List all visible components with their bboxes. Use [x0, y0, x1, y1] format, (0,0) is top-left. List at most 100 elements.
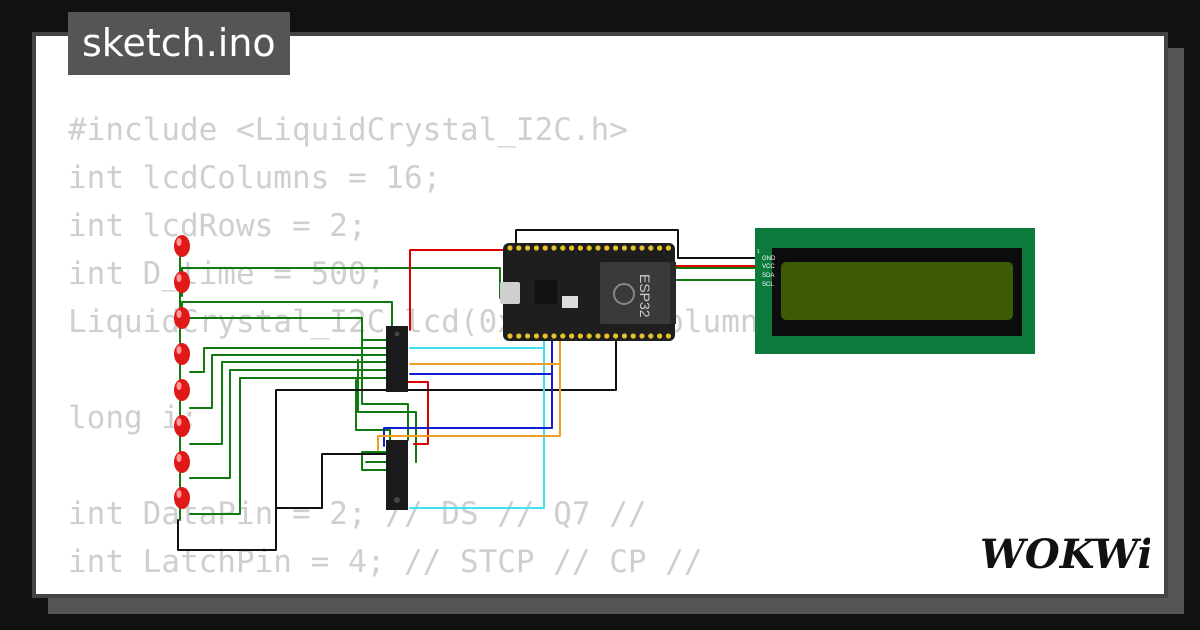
- wire-green: [181, 301, 393, 331]
- led-body: [174, 343, 190, 365]
- led-body: [174, 451, 190, 473]
- header-pin: [586, 333, 592, 339]
- header-pin: [525, 245, 531, 251]
- wire-black: [515, 229, 757, 259]
- wire-black: [275, 337, 617, 509]
- header-pin: [577, 333, 584, 339]
- chip-notch: [394, 331, 400, 337]
- file-tab-title: sketch.ino: [68, 12, 290, 75]
- led-body: [174, 415, 190, 437]
- header-pin: [577, 245, 584, 251]
- led-body: [174, 487, 190, 509]
- led-body: [174, 379, 190, 401]
- led: [174, 271, 190, 293]
- wire-green: [189, 347, 387, 373]
- header-pin: [621, 245, 628, 251]
- header-pin: [586, 245, 592, 251]
- led-highlight: [176, 274, 182, 282]
- chip-notch: [394, 497, 400, 503]
- header-pin: [542, 245, 548, 251]
- esp32-header-bottom: [507, 333, 672, 339]
- wire-green: [189, 361, 387, 445]
- header-pin: [507, 333, 513, 339]
- header-pin: [551, 333, 557, 339]
- header-pin: [639, 245, 645, 251]
- esp32-header-top: [507, 245, 672, 251]
- header-pin: [621, 333, 628, 339]
- lcd-display: 1 GND VCC SDA SCL: [755, 228, 1035, 354]
- header-pin: [648, 245, 654, 251]
- esp32-button: [562, 296, 578, 308]
- esp32-logo-icon: [613, 283, 635, 305]
- shift-register-chip: [386, 440, 408, 510]
- header-pin: [533, 333, 540, 339]
- header-pin: [639, 333, 645, 339]
- header-pin: [613, 333, 619, 339]
- header-pin: [595, 333, 601, 339]
- wire-green: [361, 339, 409, 441]
- shift-register-1: [386, 326, 408, 392]
- esp32-chip-label: ESP32: [637, 274, 653, 318]
- header-pin: [542, 333, 548, 339]
- wire-green: [189, 377, 387, 515]
- code-line: int LatchPin = 4; // STCP // CP //: [68, 544, 703, 580]
- wire-green: [189, 369, 387, 479]
- wire-orange: [377, 337, 561, 451]
- header-pin: [657, 245, 663, 251]
- header-pin: [595, 245, 601, 251]
- shift-register-2: [386, 440, 408, 510]
- code-line: int lcdRows = 2;: [68, 208, 367, 244]
- usb-port: [500, 282, 520, 304]
- header-pin: [665, 333, 672, 339]
- header-pin: [507, 245, 513, 251]
- lcd-pin-gnd: GND: [762, 256, 776, 262]
- header-pin: [604, 333, 610, 339]
- led-body: [174, 271, 190, 293]
- led-highlight: [176, 418, 182, 426]
- wire-black: [321, 453, 387, 509]
- header-pin: [604, 245, 610, 251]
- header-pin: [657, 333, 663, 339]
- header-pin: [516, 245, 522, 251]
- wokwi-logo-text: WOKWi: [980, 531, 1150, 576]
- black-wires: [177, 229, 757, 551]
- header-pin: [630, 333, 636, 339]
- header-pin: [533, 245, 540, 251]
- led-highlight: [176, 346, 182, 354]
- led: [174, 307, 190, 329]
- wire-blue: [383, 337, 553, 447]
- led: [174, 451, 190, 473]
- shift-register-chip: [386, 326, 408, 392]
- header-pin: [630, 245, 636, 251]
- led-body: [174, 235, 190, 257]
- led: [174, 235, 190, 257]
- code-line: int ClockPin = 0; //SHCP // PL //: [68, 586, 983, 594]
- led-highlight: [176, 238, 182, 246]
- wire-green: [181, 267, 501, 299]
- esp32-antenna: [670, 262, 676, 324]
- led-highlight: [176, 490, 182, 498]
- header-pin: [560, 245, 566, 251]
- wire-green: [189, 317, 387, 341]
- led-highlight: [176, 454, 182, 462]
- code-line: int DataPin = 2; // DS // Q7 //: [68, 496, 647, 532]
- header-pin: [516, 333, 522, 339]
- header-pin: [569, 333, 575, 339]
- led: [174, 415, 190, 437]
- led-column: [174, 235, 190, 509]
- header-pin: [551, 245, 557, 251]
- code-block: #include <LiquidCrystal_I2C.h>int lcdCol…: [68, 106, 983, 594]
- led-highlight: [176, 310, 182, 318]
- code-line: int D_time = 500;: [68, 256, 386, 292]
- code-line: int lcdColumns = 16;: [68, 160, 442, 196]
- header-pin: [665, 245, 672, 251]
- led-body: [174, 307, 190, 329]
- wokwi-logo: WOKWi: [980, 531, 1150, 576]
- led-highlight: [176, 382, 182, 390]
- code-line: #include <LiquidCrystal_I2C.h>: [68, 112, 628, 148]
- wire-black: [177, 507, 277, 551]
- header-pin: [648, 333, 654, 339]
- code-line: long i;: [68, 400, 199, 436]
- esp32-module: [600, 262, 670, 324]
